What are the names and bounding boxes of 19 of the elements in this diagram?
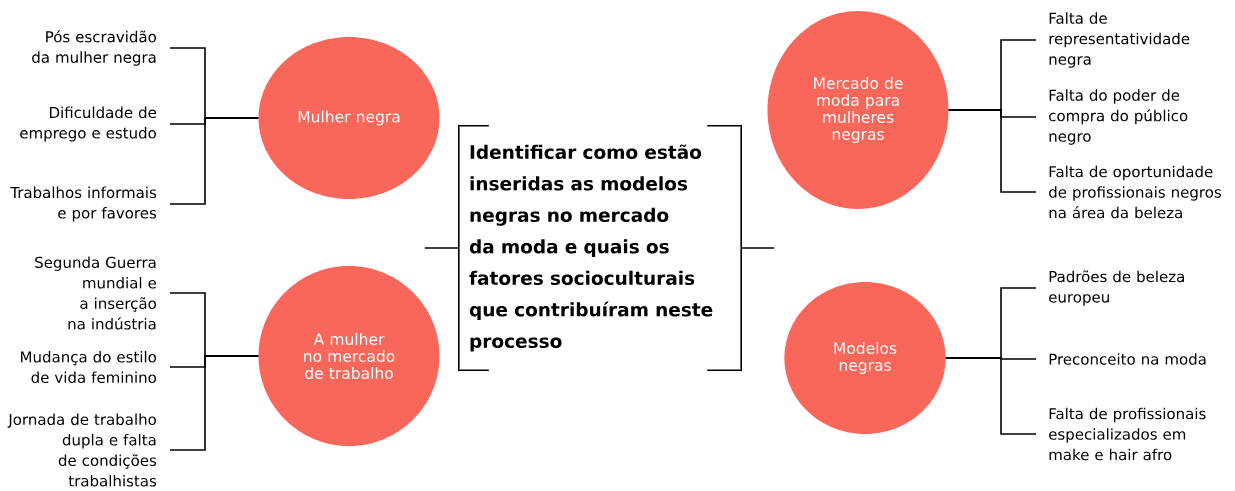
item-text: Segunda Guerra mundial e a inserção na indústria	[35, 256, 156, 330]
item-text: Padrões de beleza europeu	[1049, 270, 1184, 306]
item-text: Jornada de trabalho dupla e falta de condições trabalhistas	[7, 413, 157, 487]
connector-line	[945, 357, 1037, 435]
connector-line	[740, 247, 775, 249]
item-text: Mudança do estilo de vida feminino	[21, 350, 156, 384]
connector-line	[169, 117, 260, 205]
item-text: Pós escravidão da mulher negra	[32, 30, 156, 66]
item-text: Falta de representatividade negra	[1049, 12, 1190, 68]
bracketed-text-box: Identificar como estão inseridas as modelos negras no mercado da moda e quais os fatores socioculturais que contribuíram neste processo	[458, 125, 742, 371]
connector-line	[169, 355, 260, 451]
connector-line	[947, 109, 1037, 193]
item-text: Falta do poder de compra do público negro	[1049, 89, 1188, 145]
item-text: Trabalhos informais e por favores	[10, 186, 157, 222]
item-text: Dificuldade de emprego e estudo	[20, 106, 156, 142]
item-text: Falta de profissionais especializados em make e hair afro	[1049, 407, 1206, 461]
item-text: Falta de oportunidade de profissionais negros na área da beleza	[1049, 165, 1221, 219]
connector-line	[424, 247, 460, 249]
item-text: Preconceito na moda	[1049, 353, 1206, 365]
